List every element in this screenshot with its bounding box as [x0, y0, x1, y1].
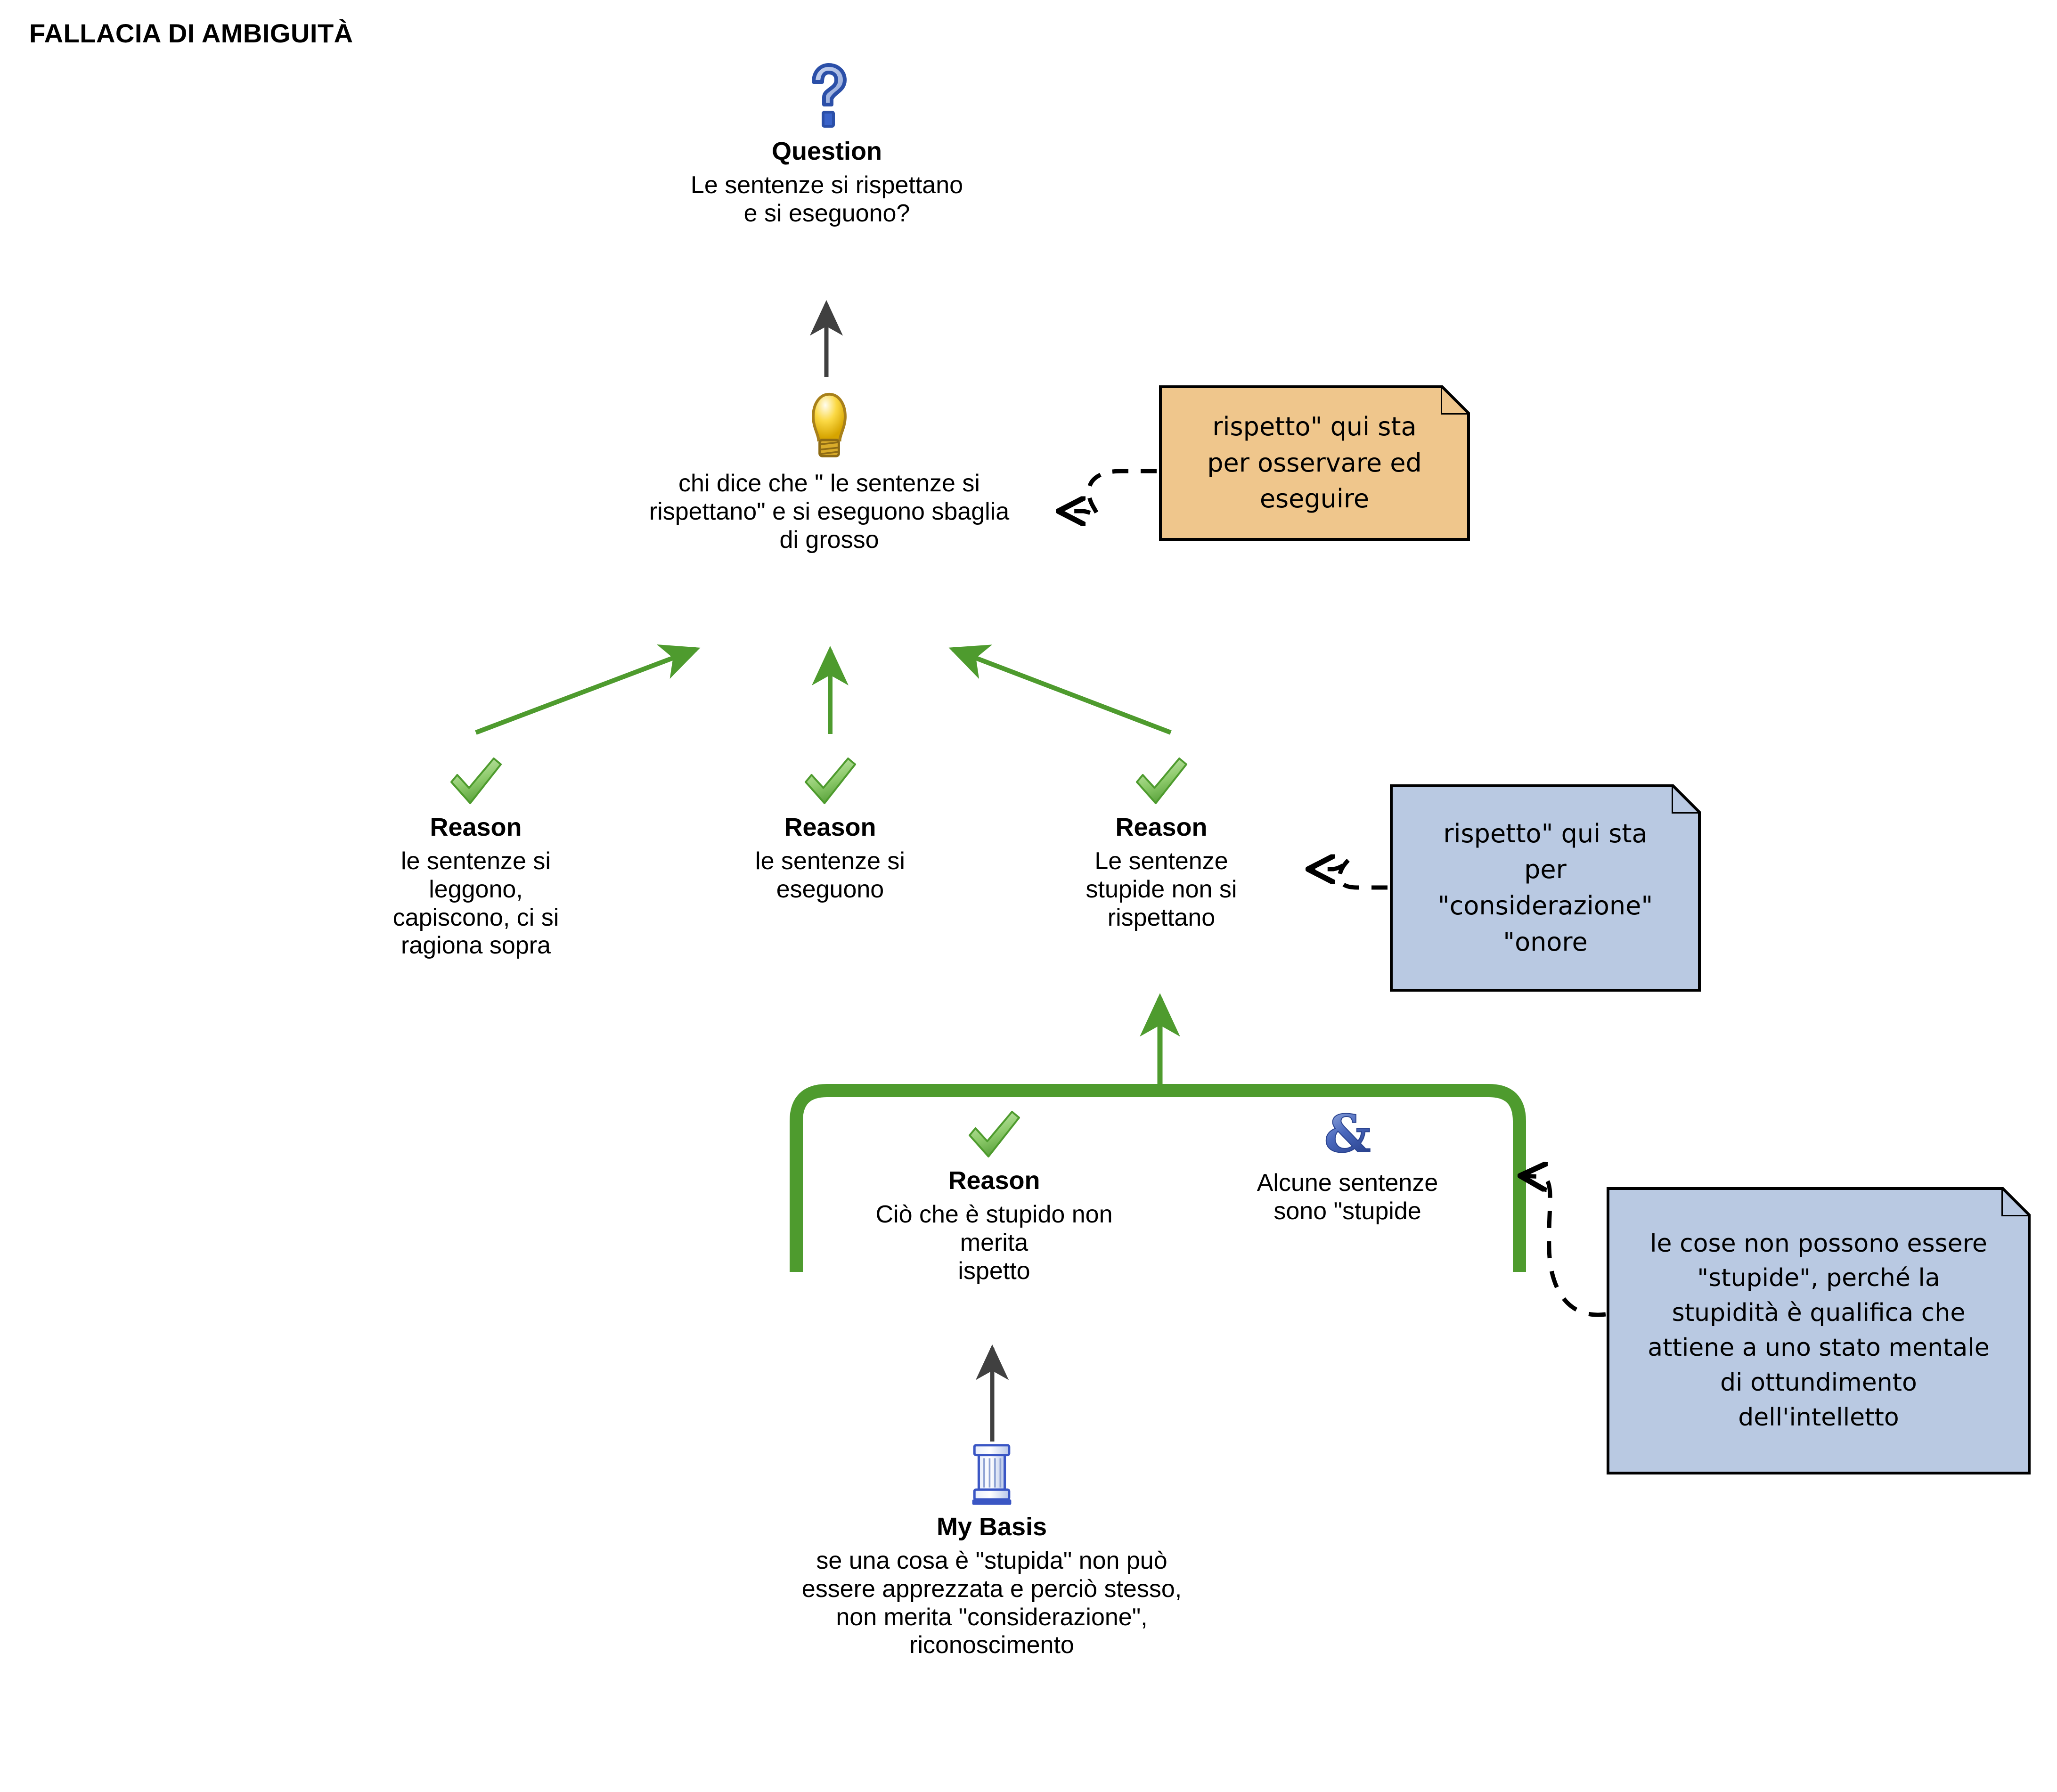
node-main-claim[interactable]: chi dice che " le sentenze si rispettano…: [572, 391, 1086, 554]
page-title: FALLACIA DI AMBIGUITÀ: [29, 18, 353, 48]
note-text: le cose non possono essere "stupide", pe…: [1648, 1229, 1990, 1432]
connector-reason3-to-claim: [948, 644, 1172, 735]
lightbulb-icon: [806, 391, 853, 459]
node-type-label: Reason: [430, 813, 522, 841]
node-co-premise[interactable]: & Alcune sentenze sono "stupide: [1225, 1103, 1470, 1226]
node-type-label: Reason: [784, 813, 876, 841]
node-my-basis[interactable]: My Basis se una cosa è "stupida" non può…: [728, 1442, 1256, 1660]
node-type-label: My Basis: [936, 1513, 1047, 1541]
node-type-label: Reason: [1115, 813, 1208, 841]
node-body-text: Le sentenze stupide non si rispettano: [1086, 847, 1237, 931]
note-blue-middle[interactable]: rispetto" qui sta per "considerazione" "…: [1390, 784, 1701, 992]
note-text: rispetto" qui sta per osservare ed esegu…: [1207, 411, 1422, 514]
node-type-label: Reason: [948, 1166, 1040, 1195]
green-check-icon: [447, 756, 506, 808]
node-body-text: Alcune sentenze sono "stupide: [1257, 1169, 1438, 1225]
note-fold-corner: [1441, 385, 1470, 415]
column-pillar-icon: [970, 1442, 1013, 1507]
note-orange-top[interactable]: rispetto" qui sta per osservare ed esegu…: [1159, 385, 1470, 541]
node-body-text: Ciò che è stupido non merita ispetto: [875, 1201, 1113, 1285]
node-body-text: Le sentenze si rispettano e si eseguono?: [690, 171, 963, 227]
question-mark-icon: [799, 61, 855, 132]
connector-note-blue-to-reason3: [1310, 859, 1388, 890]
note-blue-large[interactable]: le cose non possono essere "stupide", pe…: [1607, 1187, 2031, 1474]
node-body-text: le sentenze si eseguono: [755, 847, 905, 903]
green-check-icon: [1132, 756, 1191, 808]
svg-text:&: &: [1324, 1107, 1371, 1159]
connector-note-large-to-copremise: [1522, 1176, 1606, 1317]
note-text: rispetto" qui sta per "considerazione" "…: [1437, 818, 1653, 957]
note-fold-corner: [1672, 784, 1701, 814]
ampersand-icon: &: [1323, 1103, 1371, 1165]
node-body-text: chi dice che " le sentenze si rispettano…: [649, 470, 1010, 554]
node-question[interactable]: Question Le sentenze si rispettano e si …: [627, 61, 1027, 228]
node-type-label: Question: [771, 137, 882, 165]
connector-reason1-to-claim: [475, 644, 701, 735]
node-reason-2[interactable]: Reason le sentenze si eseguono: [712, 756, 948, 904]
green-check-icon: [965, 1109, 1024, 1161]
node-reason-4[interactable]: Reason Ciò che è stupido non merita ispe…: [843, 1109, 1145, 1285]
node-reason-3[interactable]: Reason Le sentenze stupide non si rispet…: [1044, 756, 1279, 932]
green-check-icon: [801, 756, 860, 808]
node-body-text: se una cosa è "stupida" non può essere a…: [801, 1547, 1182, 1659]
node-reason-1[interactable]: Reason le sentenze si leggono, capiscono…: [358, 756, 594, 960]
node-body-text: le sentenze si leggono, capiscono, ci si…: [392, 847, 559, 960]
note-fold-corner: [2001, 1187, 2031, 1216]
